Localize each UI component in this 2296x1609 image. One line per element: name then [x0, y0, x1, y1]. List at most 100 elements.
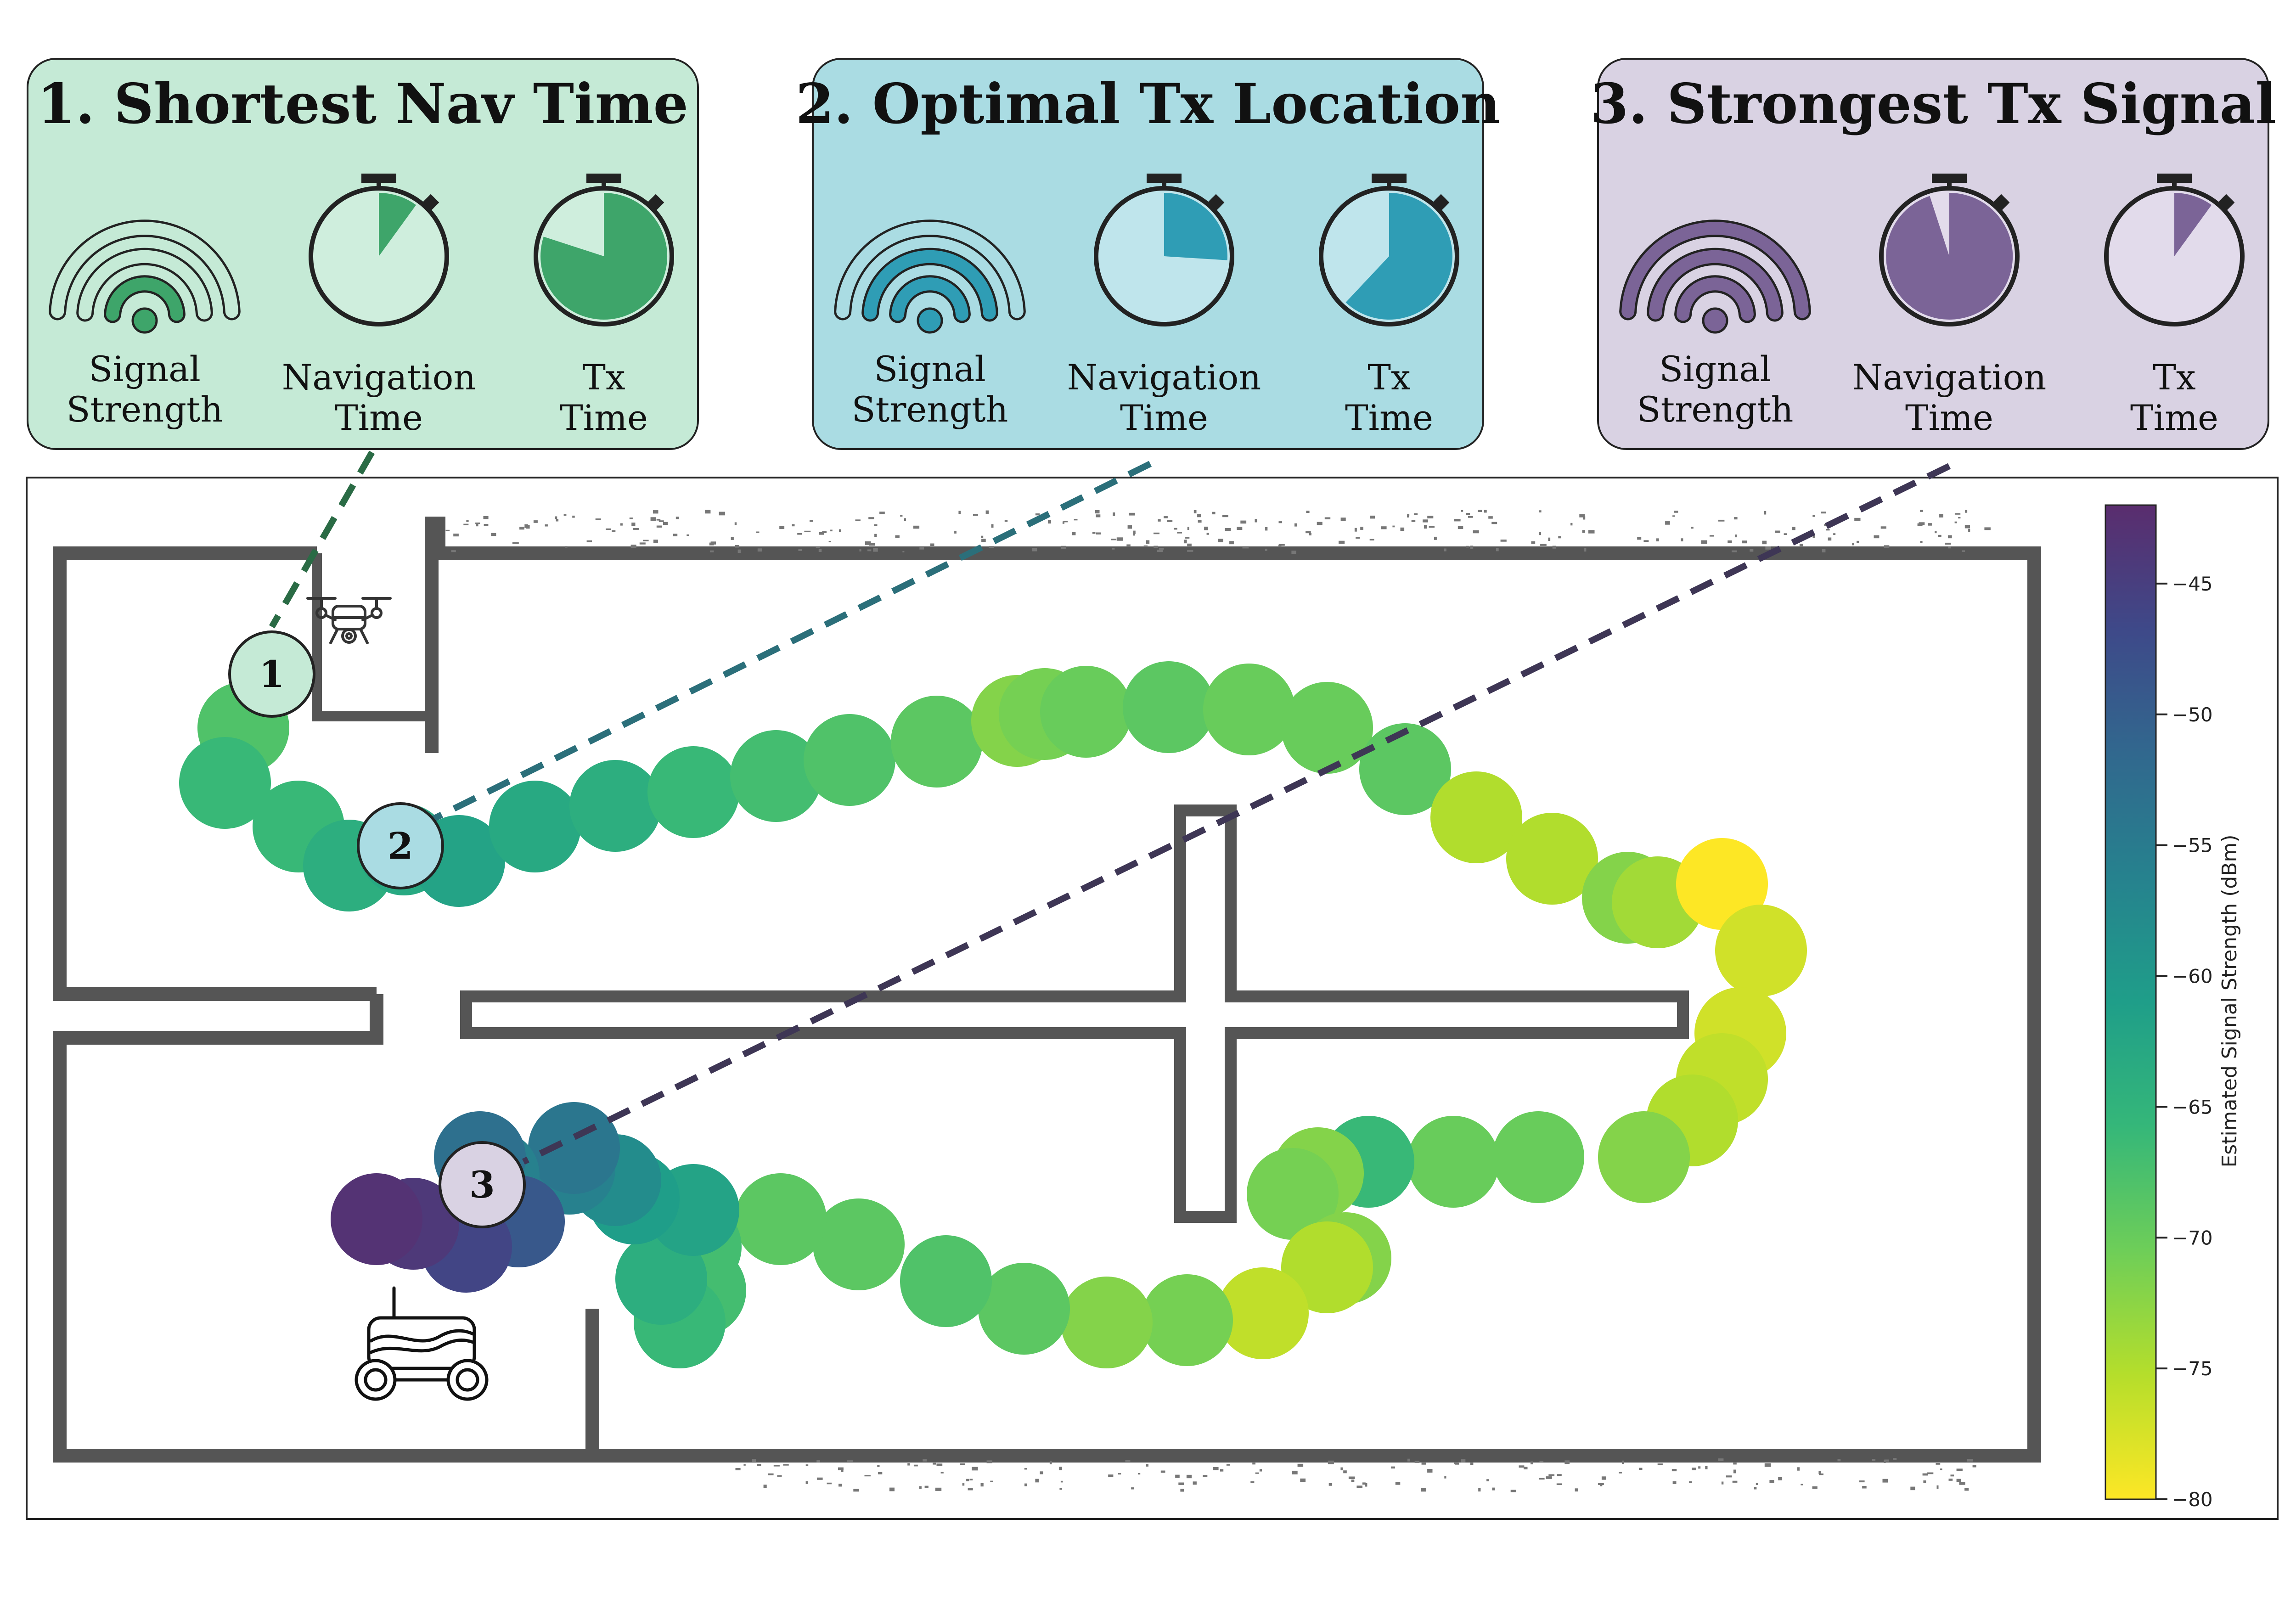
scan-speck: [1539, 532, 1542, 535]
marker-circle: [228, 630, 315, 718]
floor-plan: [53, 517, 2041, 1463]
wifi-arc-filled: [891, 277, 968, 321]
scan-speck: [1672, 1481, 1677, 1485]
scan-speck: [1024, 1468, 1027, 1470]
scan-speck: [1212, 512, 1216, 515]
stopwatch-crown: [586, 174, 621, 183]
scan-speck: [656, 519, 661, 521]
stopwatch-fill: [1886, 192, 2013, 320]
scan-speck: [1643, 540, 1649, 542]
scan-speck: [1059, 1467, 1062, 1470]
scan-speck: [816, 546, 820, 548]
scan-speck: [1414, 513, 1418, 515]
scan-speck: [1524, 1467, 1528, 1469]
scan-speck: [919, 1486, 922, 1489]
scan-speck: [1728, 540, 1732, 543]
wifi-dot: [1702, 307, 1728, 334]
scan-speck: [1112, 547, 1115, 550]
signal-sample-point: [528, 1102, 620, 1194]
scan-speck: [675, 517, 679, 519]
scan-noise: [445, 510, 1991, 1492]
tx-time-label-line1: Tx: [1367, 357, 1411, 398]
scan-speck: [1031, 548, 1037, 551]
scan-speck: [630, 545, 636, 548]
scan-speck: [1531, 1461, 1533, 1464]
scan-speck: [586, 540, 592, 542]
scan-speck: [1074, 519, 1078, 521]
scan-speck: [1824, 524, 1827, 526]
scan-speck: [981, 539, 986, 542]
marker-2[interactable]: 2: [357, 802, 444, 889]
stopwatch-crown: [2157, 174, 2192, 183]
stopwatch-rim: [1094, 186, 1234, 326]
scan-speck: [1309, 533, 1311, 535]
wifi-arc-empty: [836, 222, 1024, 318]
tx-location-markers: 12 3: [228, 630, 526, 1228]
scan-speck: [653, 510, 658, 514]
scan-speck: [968, 1488, 973, 1491]
scan-speck: [1265, 527, 1268, 531]
scan-speck: [756, 531, 760, 533]
scan-speck: [991, 524, 994, 528]
scan-speck: [777, 1475, 782, 1477]
scan-speck: [1242, 547, 1249, 549]
strategy-panels: 1. Shortest Nav TimeSignalStrengthNaviga…: [27, 58, 2276, 450]
signal-sample-point: [647, 746, 739, 838]
scan-speck: [822, 531, 827, 534]
scan-speck: [1639, 1468, 1643, 1470]
scan-speck: [633, 528, 639, 530]
scan-speck: [1958, 517, 1961, 519]
scan-speck: [1540, 544, 1547, 546]
marker-1[interactable]: 1: [228, 630, 315, 718]
scan-speck: [1434, 536, 1437, 540]
scan-speck: [847, 1460, 853, 1462]
scan-speck: [1600, 1484, 1603, 1486]
ground-robot-icon: [355, 1286, 489, 1401]
scan-speck: [1427, 1469, 1433, 1473]
scan-speck: [491, 533, 496, 536]
scan-speck: [1407, 515, 1409, 518]
scan-speck: [874, 534, 877, 537]
scan-speck: [1365, 1483, 1367, 1487]
scan-speck: [1510, 1490, 1516, 1492]
scan-speck: [1470, 1462, 1474, 1465]
marker-label: 3: [469, 1163, 495, 1206]
scan-speck: [1968, 529, 1970, 532]
signal-sample-point: [615, 1233, 707, 1325]
scan-speck: [606, 528, 611, 530]
scan-speck: [1821, 512, 1826, 514]
marker-3[interactable]: 3: [439, 1141, 526, 1228]
scan-speck: [804, 530, 811, 532]
scan-speck: [1557, 1474, 1562, 1476]
scan-speck: [533, 520, 538, 523]
colorbar-gradient: [2105, 504, 2157, 1500]
scan-speck: [1444, 548, 1446, 551]
scan-speck: [1187, 527, 1189, 530]
tx-time-label-line2: Time: [2130, 397, 2218, 438]
panel-title: 1. Shortest Nav Time: [37, 72, 688, 136]
scan-speck: [620, 523, 623, 526]
scan-speck: [1935, 531, 1937, 534]
scan-speck: [958, 511, 961, 514]
scan-speck: [1197, 514, 1201, 518]
scan-speck: [1733, 1469, 1736, 1474]
scan-speck: [1035, 1479, 1039, 1483]
scan-speck: [827, 1482, 832, 1485]
scan-speck: [1674, 511, 1678, 513]
scan-speck: [1956, 1479, 1961, 1482]
scan-speck: [1279, 544, 1285, 546]
scan-speck: [1157, 550, 1163, 552]
scan-speck: [1584, 548, 1587, 552]
scan-speck: [1721, 1481, 1724, 1485]
stopwatch-rim: [534, 186, 674, 326]
scan-speck: [1193, 510, 1197, 513]
scan-speck: [889, 1487, 895, 1491]
signal-sample-point: [569, 760, 661, 852]
scan-speck: [1656, 538, 1659, 541]
scan-speck: [1255, 519, 1257, 523]
navigation-time-stopwatch-icon: [1879, 174, 2020, 326]
scan-speck: [1225, 528, 1231, 531]
colorbar-tick-label: −60: [2172, 965, 2213, 988]
scan-speck: [868, 517, 874, 519]
signal-strength-label-line1: Signal: [874, 349, 986, 389]
